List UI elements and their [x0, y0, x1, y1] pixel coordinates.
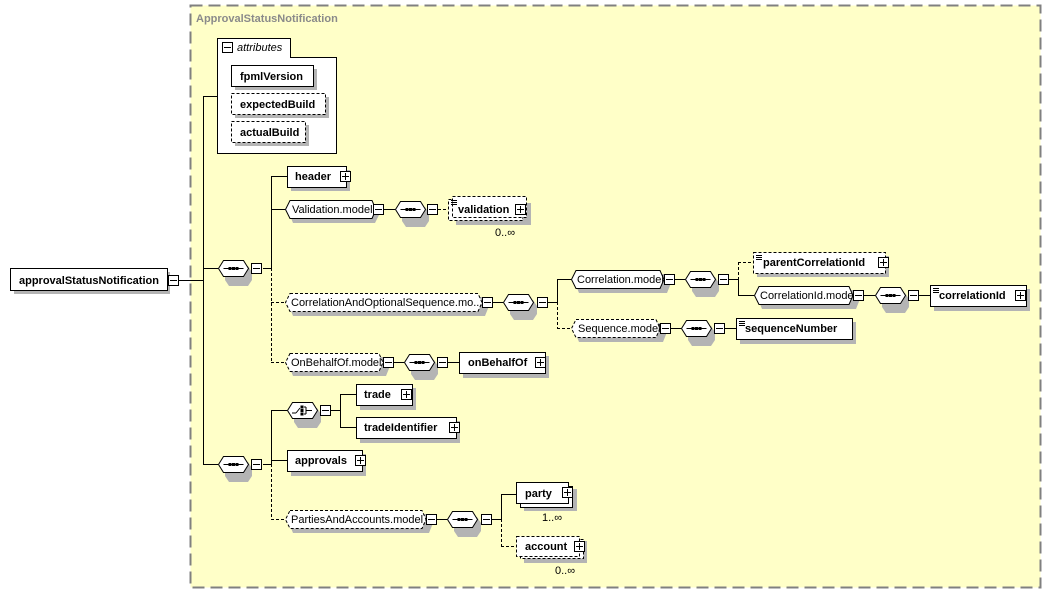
group-label: Sequence.model: [578, 323, 661, 335]
group-sequence-model[interactable]: Sequence.model: [570, 319, 671, 343]
sequence-compositor-on-behalf-of[interactable]: [403, 354, 448, 381]
cardinality-label: 0..∞: [555, 565, 575, 577]
sequence-compositor-correlation-and-optional[interactable]: [502, 294, 548, 321]
choice-compositor[interactable]: [286, 402, 331, 429]
element-approvals[interactable]: approvals: [287, 450, 367, 477]
element-label: approvals: [295, 455, 347, 467]
element-account[interactable]: account 0..∞: [516, 536, 588, 578]
cardinality-label: 0..∞: [495, 227, 515, 239]
group-label: OnBehalfOf.model: [291, 357, 382, 369]
attribute-fpmlVersion[interactable]: fpmlVersion: [231, 65, 318, 91]
element-label: correlationId: [939, 290, 1006, 302]
cardinality-label: 1..∞: [542, 512, 562, 524]
sequence-compositor-validation[interactable]: [394, 201, 438, 228]
element-label: validation: [458, 204, 510, 216]
attribute-actualBuild[interactable]: actualBuild: [231, 121, 310, 147]
group-label: Validation.model: [292, 204, 373, 216]
element-correlationId[interactable]: correlationId: [930, 285, 1031, 312]
group-label: Correlation.model: [577, 274, 664, 286]
optional-connector-lines: [271, 262, 753, 547]
group-label: PartiesAndAccounts.model: [291, 514, 423, 526]
sequence-compositor-1[interactable]: [217, 260, 262, 287]
sequence-compositor-correlation-id[interactable]: [874, 287, 919, 314]
collapse-icon[interactable]: [168, 275, 179, 286]
choice-icon: [292, 405, 312, 416]
group-label: CorrelationAndOptionalSequence.mo...: [291, 297, 482, 309]
group-on-behalf-of-model[interactable]: OnBehalfOf.model: [284, 353, 394, 377]
sequence-compositor-correlation[interactable]: [684, 271, 729, 298]
element-validation[interactable]: validation 0..∞: [448, 196, 532, 240]
group-label: CorrelationId.model: [760, 290, 856, 302]
attribute-label: fpmlVersion: [240, 71, 303, 83]
element-label: trade: [364, 389, 391, 401]
element-label: tradeIdentifier: [364, 422, 438, 434]
element-label: account: [525, 541, 568, 553]
attributes-group: attributes fpmlVersion expectedBuild act…: [217, 38, 337, 154]
element-label: sequenceNumber: [745, 323, 838, 335]
root-element-approvalStatusNotification[interactable]: approvalStatusNotification: [10, 268, 179, 295]
element-tradeIdentifier[interactable]: tradeIdentifier: [356, 417, 461, 444]
connector-lines: [179, 96, 930, 520]
complex-type-title: ApprovalStatusNotification: [196, 13, 338, 25]
group-parties-and-accounts-model[interactable]: PartiesAndAccounts.model: [284, 510, 437, 534]
element-label: header: [295, 171, 332, 183]
sequence-compositor-2[interactable]: [217, 456, 262, 483]
group-correlation-model[interactable]: Correlation.model: [570, 270, 675, 294]
sequence-compositor-sequence[interactable]: [680, 320, 725, 347]
group-correlation-and-optional-sequence-model[interactable]: CorrelationAndOptionalSequence.mo...: [284, 293, 493, 317]
group-validation-model[interactable]: Validation.model: [284, 200, 384, 224]
attribute-label: expectedBuild: [240, 99, 315, 111]
element-onBehalfOf[interactable]: onBehalfOf: [459, 352, 550, 379]
element-label: party: [525, 488, 553, 500]
element-label: onBehalfOf: [468, 357, 528, 369]
root-element-label: approvalStatusNotification: [19, 275, 159, 287]
element-label: parentCorrelationId: [763, 257, 865, 269]
attribute-label: actualBuild: [240, 127, 299, 139]
attribute-expectedBuild[interactable]: expectedBuild: [231, 93, 330, 119]
group-correlation-id-model[interactable]: CorrelationId.model: [753, 286, 864, 310]
element-party[interactable]: party 1..∞: [516, 482, 578, 525]
attributes-collapse-icon[interactable]: [222, 42, 233, 53]
sequence-compositor-parties-and-accounts[interactable]: [446, 511, 492, 538]
element-sequenceNumber[interactable]: sequenceNumber: [736, 318, 857, 345]
element-parentCorrelationId[interactable]: parentCorrelationId: [753, 252, 890, 278]
element-trade[interactable]: trade: [356, 384, 417, 411]
element-header[interactable]: header: [287, 166, 351, 192]
attributes-label: attributes: [237, 42, 283, 54]
